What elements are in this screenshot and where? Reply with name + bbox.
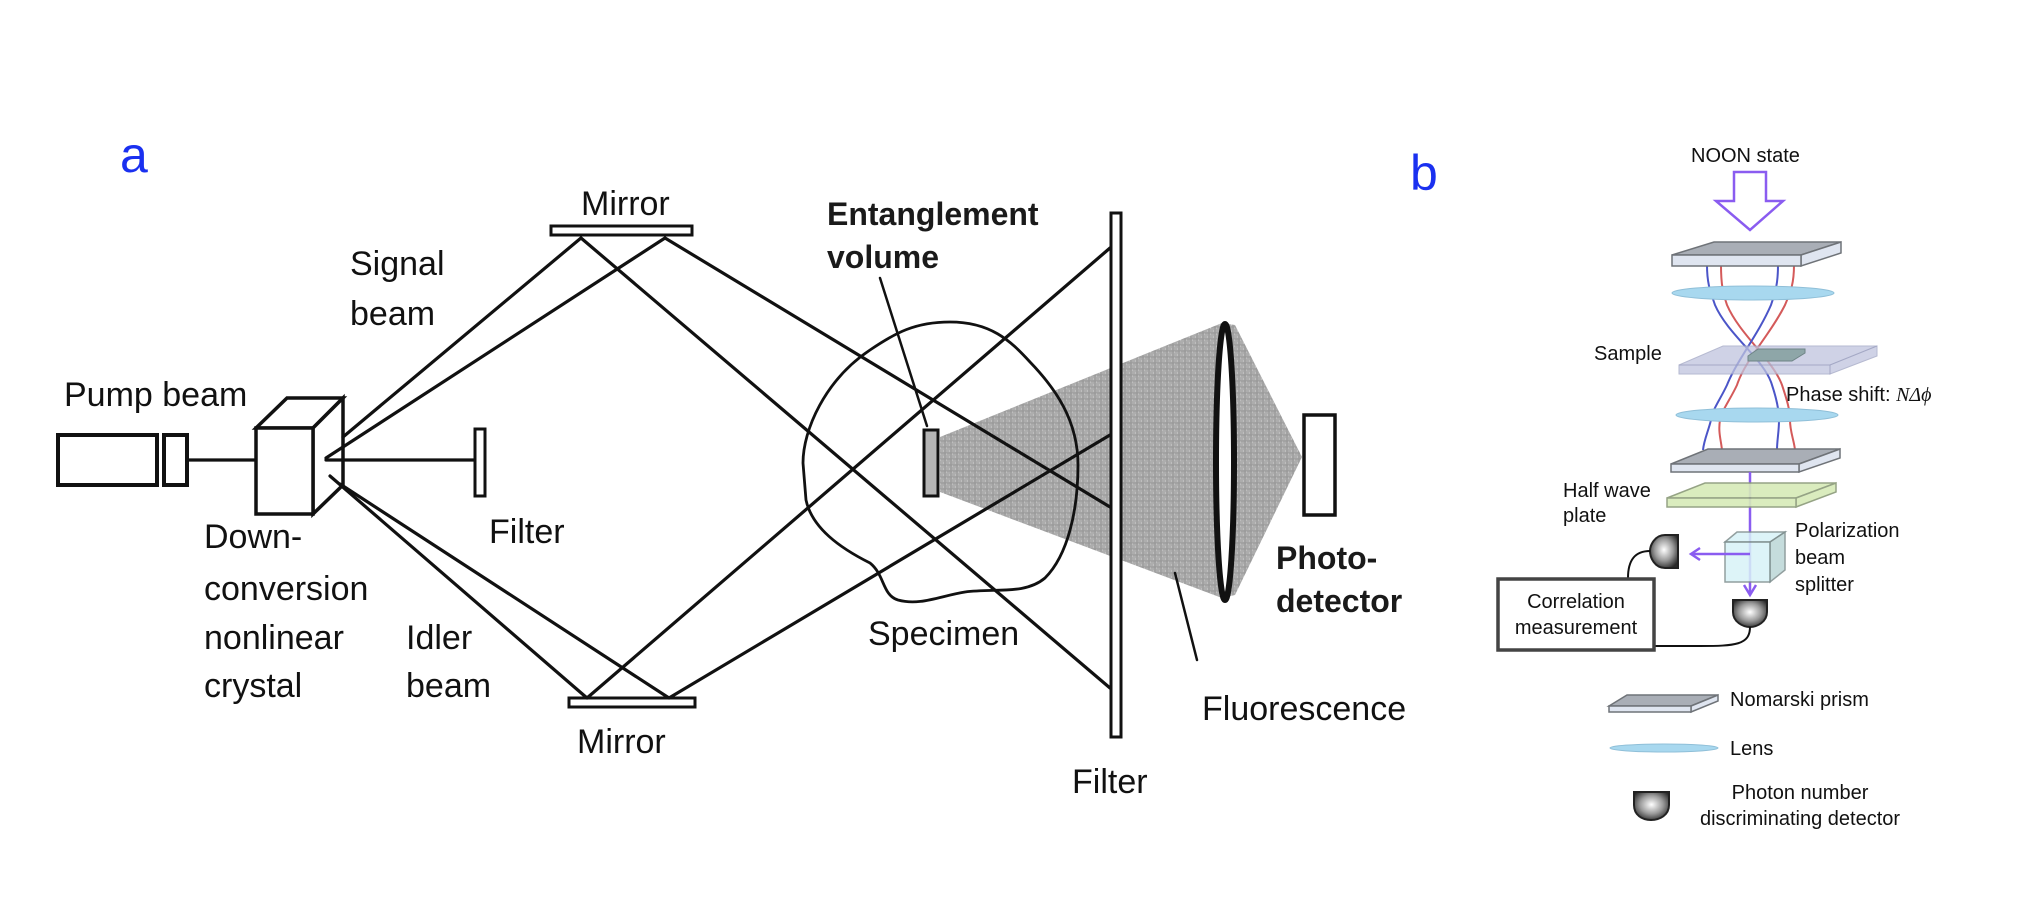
label-half-wave-1: Half wave: [1563, 480, 1651, 502]
specimen-outline: [801, 320, 1080, 604]
signal-beam-line-1: [341, 236, 583, 439]
label-half-wave-2: plate: [1563, 505, 1606, 527]
label-filter-small: Filter: [489, 513, 565, 551]
panel-a: a: [56, 127, 1406, 801]
correlation-measurement-box: [1496, 577, 1656, 652]
phase-shift-symbol: NΔϕ: [1895, 384, 1931, 406]
signal-beam-line-2: [324, 236, 667, 460]
polarization-beam-splitter: [1722, 530, 1788, 584]
cable-left: [1627, 550, 1651, 579]
idler-beam-line-2: [338, 482, 671, 700]
label-crystal-3: nonlinear: [204, 619, 344, 657]
label-sample: Sample: [1594, 343, 1662, 365]
photodetector: [1302, 413, 1337, 517]
legend-detector-icon: [1633, 791, 1670, 822]
legend: Nomarski prism Lens Photon number discri…: [1606, 689, 1900, 830]
cable-bottom: [1654, 626, 1751, 647]
label-noon-state: NOON state: [1691, 145, 1800, 167]
nomarski-prism-bottom: [1670, 447, 1841, 474]
legend-label-prism: Nomarski prism: [1730, 689, 1869, 711]
label-photodetector-1: Photo-: [1276, 540, 1377, 576]
reflected-beam-1: [579, 236, 1112, 690]
label-fluorescence: Fluorescence: [1202, 690, 1406, 728]
idler-beam-line-1: [328, 474, 589, 700]
detector-left-icon: [1648, 534, 1679, 569]
label-correlation-2: measurement: [1515, 617, 1638, 639]
label-phase-shift: Phase shift: NΔϕ: [1786, 384, 1932, 406]
label-mirror-bottom: Mirror: [577, 723, 666, 761]
pump-laser: [56, 433, 159, 487]
nomarski-prism-top: [1671, 240, 1842, 268]
bottom-mirror: [567, 696, 697, 709]
sample-plate: [1678, 345, 1878, 375]
legend-prism-icon: [1606, 693, 1719, 714]
reflected-beam-2: [663, 236, 1112, 509]
lens-lower: [1675, 407, 1839, 423]
panel-b-letter: b: [1410, 145, 1438, 201]
noon-state-arrow: [1712, 170, 1787, 232]
legend-lens-icon: [1609, 743, 1719, 753]
label-entanglement-2: volume: [827, 239, 939, 275]
legend-label-detector-2: discriminating detector: [1700, 808, 1900, 830]
label-idler-beam-2: beam: [406, 667, 491, 705]
arrowhead-left: [1688, 546, 1701, 562]
label-mirror-top: Mirror: [581, 185, 670, 223]
label-pbs-2: beam: [1795, 547, 1845, 569]
label-signal-beam-1: Signal: [350, 245, 445, 283]
large-filter: [1109, 211, 1123, 739]
half-wave-plate: [1666, 481, 1837, 509]
label-signal-beam-2: beam: [350, 295, 435, 333]
entanglement-pointer: [878, 276, 929, 428]
fluorescence-pointer: [1173, 571, 1199, 662]
legend-label-lens: Lens: [1730, 738, 1773, 760]
lens-upper: [1671, 285, 1835, 301]
panel-a-letter: a: [120, 127, 148, 183]
legend-label-detector-1: Photon number: [1732, 782, 1869, 804]
label-pump-beam: Pump beam: [64, 376, 247, 414]
label-specimen: Specimen: [868, 615, 1019, 653]
sample-chip: [1747, 348, 1806, 362]
laser-aperture: [162, 433, 189, 487]
label-pbs-3: splitter: [1795, 574, 1854, 596]
detector-bottom-icon: [1732, 599, 1768, 629]
arrowhead-down: [1742, 584, 1758, 598]
collection-lens: [1213, 321, 1237, 603]
reflected-beam-4: [667, 433, 1112, 700]
panel-b: b NOON state: [1410, 145, 1932, 830]
phase-shift-text: Phase shift:: [1786, 384, 1896, 406]
entanglement-volume-marker: [922, 428, 940, 498]
label-crystal-1: Down-: [204, 518, 302, 556]
label-pbs-1: Polarization: [1795, 520, 1900, 542]
label-crystal-2: conversion: [204, 570, 368, 608]
small-filter: [473, 427, 487, 498]
label-crystal-4: crystal: [204, 667, 302, 705]
label-filter-large: Filter: [1072, 763, 1148, 801]
label-correlation-1: Correlation: [1527, 591, 1625, 613]
label-idler-beam-1: Idler: [406, 619, 472, 657]
label-photodetector-2: detector: [1276, 583, 1402, 619]
top-mirror: [549, 224, 694, 237]
label-entanglement-1: Entanglement: [827, 196, 1039, 232]
reflected-beam-3: [585, 246, 1112, 700]
